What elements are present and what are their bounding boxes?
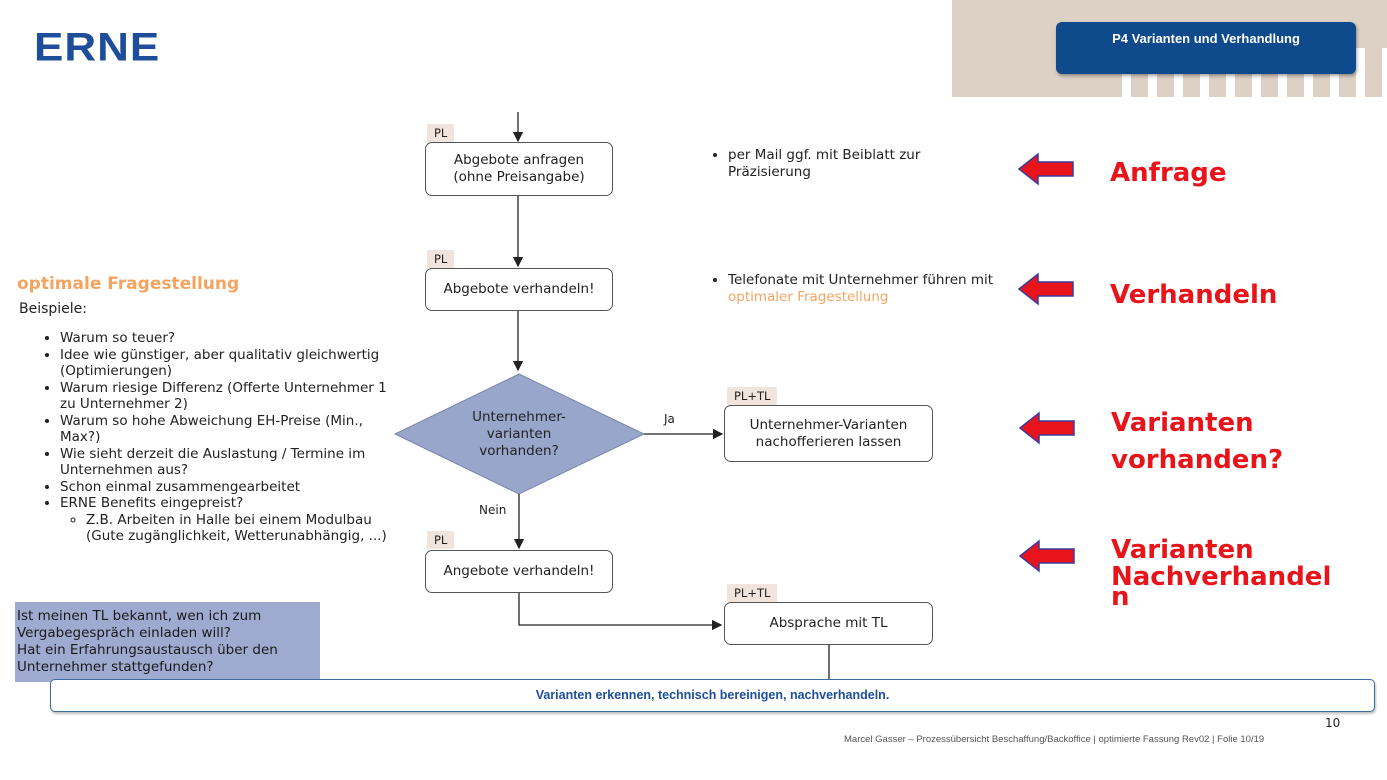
tl-box-line: Unternehmer stattgefunden? — [17, 659, 214, 675]
node-line: Abgebote anfragen — [453, 152, 585, 168]
note-item: per Mail ggf. mit Beiblatt zur Präzisier… — [728, 147, 978, 181]
callout-nachverhandeln: Varianten Nachverhandel n — [1111, 535, 1332, 612]
tl-info-box: Ist meinen TL bekannt, wen ich zum Verga… — [15, 602, 320, 682]
left-arrow-icon — [1018, 539, 1075, 573]
list-item: ERNE Benefits eingepreist? Z.B. Arbeiten… — [60, 495, 400, 545]
decision-line: Unternehmer- — [472, 409, 566, 425]
left-arrow-icon — [1018, 411, 1075, 445]
connector — [518, 593, 723, 631]
callout-line: Nachverhandel — [1111, 562, 1332, 592]
list-item: Wie sieht derzeit die Auslastung / Termi… — [60, 446, 400, 479]
tl-box-line: Hat ein Erfahrungsaustausch über den — [17, 642, 278, 658]
tl-box-line: Vergabegespräch einladen will? — [17, 625, 231, 641]
role-tag: PL+TL — [727, 387, 778, 405]
footer-credit: Marcel Gasser – Prozessübersicht Beschaf… — [844, 734, 1265, 745]
role-tag: PL — [427, 124, 455, 142]
role-tag: PL — [427, 250, 455, 268]
note-anfrage: per Mail ggf. mit Beiblatt zur Präzisier… — [708, 147, 978, 181]
callout-line: Varianten — [1111, 408, 1254, 438]
callout-line: vorhanden? — [1111, 445, 1284, 475]
role-tag: PL+TL — [727, 584, 778, 602]
decision-line: varianten — [486, 426, 552, 442]
callout-varianten: Varianten vorhanden? — [1111, 405, 1283, 479]
callout-verhandeln: Verhandeln — [1110, 280, 1278, 310]
list-item: Warum so hohe Abweichung EH-Preise (Min.… — [60, 413, 400, 446]
sub-list-item: Z.B. Arbeiten in Halle bei einem Modulba… — [86, 512, 400, 545]
node-varianten-nachofferieren: Unternehmer-Varianten nachofferieren las… — [724, 405, 933, 462]
list-item: Schon einmal zusammengearbeitet — [60, 479, 400, 496]
node-angebote-verhandeln: Angebote verhandeln! — [425, 550, 613, 593]
node-line: nachofferieren lassen — [755, 433, 902, 450]
erne-logo: ERNE — [34, 25, 161, 70]
question-list: Warum so teuer? Idee wie günstiger, aber… — [20, 330, 400, 545]
note-verhandeln: Telefonate mit Unternehmer führen mit op… — [708, 272, 998, 306]
decision-label: Unternehmer- varianten vorhanden? — [440, 409, 598, 460]
sidebar-subtitle: Beispiele: — [19, 301, 88, 317]
note-item: Telefonate mit Unternehmer führen mit op… — [728, 272, 998, 306]
no-label: Nein — [479, 503, 507, 517]
node-line: Unternehmer-Varianten — [749, 416, 908, 433]
node-line: (ohne Preisangabe) — [453, 169, 585, 185]
list-item-label: ERNE Benefits eingepreist? — [60, 495, 244, 511]
list-item: Idee wie günstiger, aber qualitativ glei… — [60, 347, 400, 380]
left-arrow-icon — [1017, 272, 1074, 306]
node-abgebote-anfragen: Abgebote anfragen (ohne Preisangabe) — [425, 142, 613, 196]
sidebar-title: optimale Fragestellung — [17, 274, 240, 294]
decision-line: vorhanden? — [479, 443, 559, 459]
list-item: Warum riesige Differenz (Offerte Unterne… — [60, 380, 400, 413]
section-badge: P4 Varianten und Verhandlung — [1056, 22, 1356, 74]
summary-banner: Varianten erkennen, technisch bereinigen… — [50, 679, 1375, 712]
note-highlight: optimaler Fragestellung — [728, 289, 889, 305]
callout-line: n — [1111, 582, 1130, 612]
left-arrow-icon — [1017, 152, 1074, 186]
page-number: 10 — [1325, 716, 1341, 730]
note-text: Telefonate mit Unternehmer führen mit — [728, 272, 994, 288]
yes-label: Ja — [664, 412, 675, 426]
node-abgebote-verhandeln: Abgebote verhandeln! — [425, 268, 613, 311]
callout-anfrage: Anfrage — [1110, 158, 1227, 188]
role-tag: PL — [427, 531, 455, 549]
list-item: Warum so teuer? — [60, 330, 400, 347]
tl-box-line: Ist meinen TL bekannt, wen ich zum — [17, 608, 262, 624]
node-absprache-tl: Absprache mit TL — [724, 602, 933, 645]
callout-line: Varianten — [1111, 535, 1254, 565]
